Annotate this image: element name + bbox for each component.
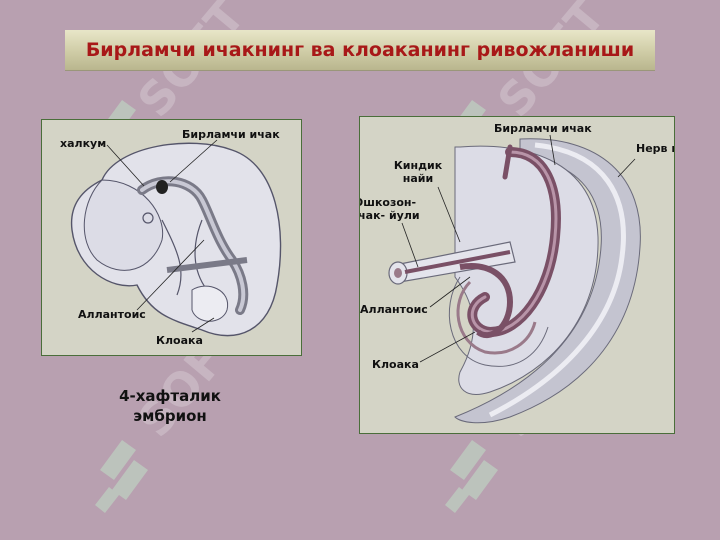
gut-development-panel: Бирламчи ичак Нерв найи Киндик найи Ошко… — [359, 116, 675, 434]
label-allantois-right: Аллантоис — [360, 303, 428, 316]
label-umbilical-duct: Киндик найи — [388, 159, 448, 185]
embryo-4-week-panel: халкум Бирламчи ичак Аллантоис Клоака — [41, 119, 302, 356]
title-banner: Бирламчи ичакнинг ва клоаканинг ривожлан… — [65, 30, 655, 70]
pharynx-blob — [156, 180, 168, 194]
heart-curve — [161, 219, 182, 296]
label-gi-tract: Ошкозон- ичак- йули — [359, 196, 440, 222]
label-halqum: халкум — [60, 137, 107, 150]
page-title: Бирламчи ичакнинг ва клоаканинг ривожлан… — [85, 39, 635, 61]
cloaca-layers — [456, 280, 537, 355]
label-umbilical-duct-line2: найи — [402, 172, 434, 185]
embryo-head — [83, 179, 164, 271]
label-cloaca-left: Клоака — [156, 334, 203, 347]
label-umbilical-duct-line1: Киндик — [393, 159, 443, 172]
label-allantois-left: Аллантоис — [78, 308, 146, 321]
allantois-spiral — [459, 263, 514, 339]
figure-caption: 4-хафталик эмбрион — [100, 386, 240, 426]
label-neural-tube: Нерв найи — [636, 142, 674, 155]
gut-development-drawing — [388, 134, 641, 424]
allantois-stalk — [166, 257, 248, 273]
label-gi-tract-line1: Ошкозон- — [359, 196, 417, 209]
caption-line-1: 4-хафталик — [119, 387, 221, 405]
label-primitive-gut-right: Бирламчи ичак — [494, 122, 592, 135]
cloaca-region — [191, 285, 229, 322]
neural-tube — [454, 138, 641, 424]
label-cloaca-right: Клоака — [372, 358, 419, 371]
embryo-4-week-drawing — [70, 139, 282, 337]
caption-line-2: эмбрион — [133, 407, 207, 425]
label-primitive-gut-left: Бирламчи ичак — [182, 128, 280, 141]
label-gi-tract-line2: ичак- йули — [360, 209, 420, 222]
